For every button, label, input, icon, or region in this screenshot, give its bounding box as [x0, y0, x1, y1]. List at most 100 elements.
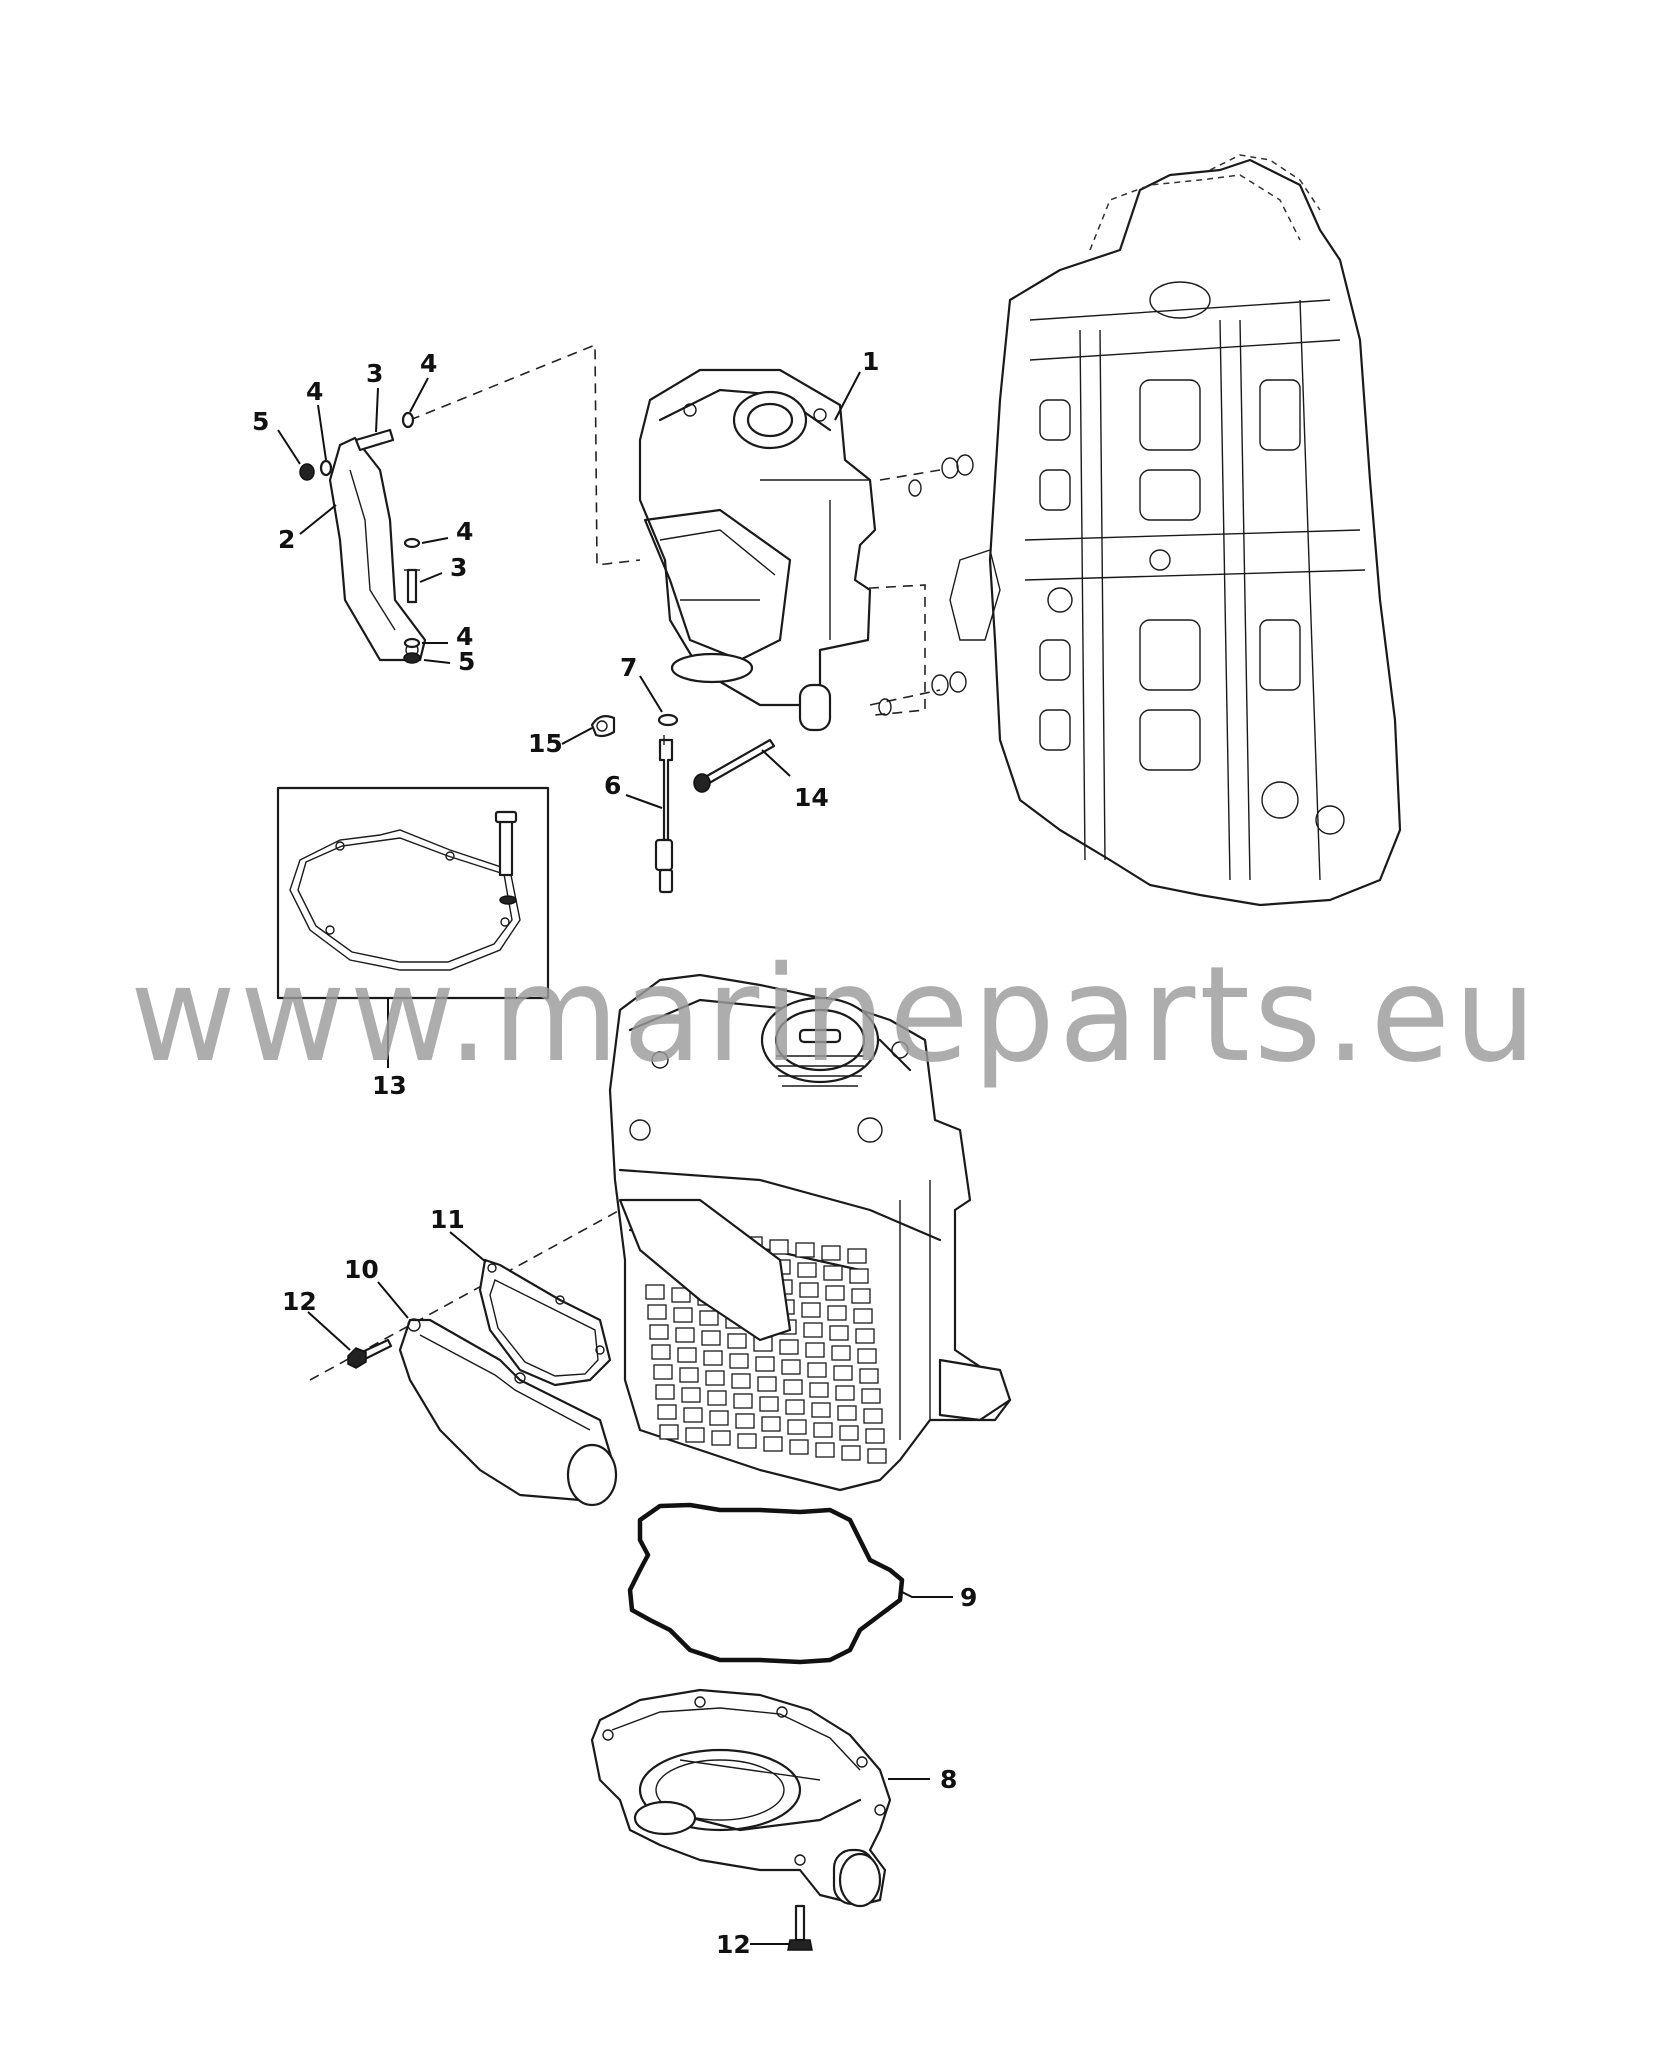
grid-cell: [703, 1350, 723, 1366]
callout-15: 15: [528, 729, 563, 758]
grid-cell: [839, 1425, 859, 1441]
oring-part-7: [657, 713, 679, 727]
grid-cell: [659, 1424, 679, 1440]
grid-cell: [833, 1365, 853, 1381]
callout-2: 2: [278, 525, 295, 554]
grid-cell: [861, 1388, 881, 1404]
body-bracket-plate: [618, 1198, 792, 1342]
grid-cell: [731, 1373, 751, 1389]
grid-cell: [733, 1393, 753, 1409]
grid-cell: [683, 1407, 703, 1423]
grid-cell: [763, 1436, 783, 1452]
grid-cell: [675, 1327, 695, 1343]
grid-cell: [801, 1302, 821, 1318]
grid-cell: [769, 1239, 789, 1255]
grid-cell: [677, 1347, 697, 1363]
engine-block-outline: [949, 154, 1402, 907]
grid-cell: [821, 1245, 841, 1261]
bolt-part-12-upper: [347, 1338, 393, 1369]
cover-part-8: [590, 1688, 892, 1908]
grid-cell: [755, 1356, 775, 1372]
gasket-kit-box-13: [276, 786, 550, 1000]
grid-cell: [835, 1385, 855, 1401]
grid-cell: [863, 1408, 883, 1424]
grid-cell: [707, 1390, 727, 1406]
grid-cell: [827, 1305, 847, 1321]
grid-cell: [685, 1427, 705, 1443]
washers-4: [319, 411, 421, 649]
grid-cell: [759, 1396, 779, 1412]
grid-cell: [859, 1368, 879, 1384]
callout-9: 9: [960, 1583, 977, 1612]
watermark-text: www.marineparts.eu: [130, 938, 1540, 1092]
grid-cell: [867, 1448, 887, 1464]
grid-cell: [711, 1430, 731, 1446]
callout-12-upper: 12: [282, 1287, 317, 1316]
grid-cell: [757, 1376, 777, 1392]
callout-12-lower: 12: [716, 1930, 751, 1959]
grid-cell: [657, 1404, 677, 1420]
grid-cell: [799, 1282, 819, 1298]
oring-gasket-part-9: [627, 1502, 905, 1665]
grid-cell: [831, 1345, 851, 1361]
grid-cell: [797, 1262, 817, 1278]
fastener-stud-3-upper: [354, 428, 395, 452]
grid-cell: [783, 1379, 803, 1395]
grid-cell: [647, 1304, 667, 1320]
callout-7: 7: [620, 653, 637, 682]
grid-cell: [795, 1242, 815, 1258]
grid-cell: [805, 1342, 825, 1358]
grid-cell: [811, 1402, 831, 1418]
grid-cell: [735, 1413, 755, 1429]
sensor-part-6: [654, 735, 674, 894]
bracket-part-2: [328, 436, 427, 662]
grid-cell: [679, 1367, 699, 1383]
grid-cell: [761, 1416, 781, 1432]
grid-cell: [851, 1288, 871, 1304]
grid-cell: [841, 1445, 861, 1461]
bracket-alignment-line: [409, 343, 641, 566]
grid-cell: [649, 1324, 669, 1340]
grid-cell: [737, 1433, 757, 1449]
grid-cell: [673, 1307, 693, 1323]
engine-alignment-lines: [834, 454, 974, 716]
grid-cell: [807, 1362, 827, 1378]
grid-cell: [779, 1339, 799, 1355]
grid-cell: [785, 1399, 805, 1415]
grid-cell: [809, 1382, 829, 1398]
callout-4-lower: 4: [456, 622, 473, 651]
callout-5-lower: 5: [458, 647, 475, 676]
callout-3-upper: 3: [366, 359, 383, 388]
grid-cell: [787, 1419, 807, 1435]
grid-cell: [829, 1325, 849, 1341]
bolt-part-12-lower: [787, 1904, 813, 1951]
grid-cell: [789, 1439, 809, 1455]
nuts-5: [299, 463, 421, 664]
grid-cell: [655, 1384, 675, 1400]
grid-cell: [727, 1333, 747, 1349]
callout-11: 11: [430, 1205, 465, 1234]
bolt-part-14: [693, 738, 776, 793]
callout-3-lower: 3: [450, 553, 467, 582]
grid-cell: [855, 1328, 875, 1344]
grid-cell: [803, 1322, 823, 1338]
grid-cell: [709, 1410, 729, 1426]
grid-cell: [865, 1428, 885, 1444]
callout-6: 6: [604, 771, 621, 800]
grid-cell: [645, 1284, 665, 1300]
callout-labels: 1 2 3 3 4 4 4 4 5 5 6 7 8 9 10 11 12 12 …: [252, 347, 977, 1959]
grid-cell: [701, 1330, 721, 1346]
grid-cell: [653, 1364, 673, 1380]
grid-cell: [729, 1353, 749, 1369]
grid-cell: [671, 1287, 691, 1303]
grid-cell: [815, 1442, 835, 1458]
grid-cell: [857, 1348, 877, 1364]
callout-1: 1: [862, 347, 879, 376]
grid-cell: [781, 1359, 801, 1375]
grid-cell: [813, 1422, 833, 1438]
callout-10: 10: [344, 1255, 379, 1284]
gasket-part-11: [478, 1258, 612, 1387]
fastener-stud-3-lower: [404, 568, 420, 604]
supercharger-assembly-top: [638, 368, 877, 732]
